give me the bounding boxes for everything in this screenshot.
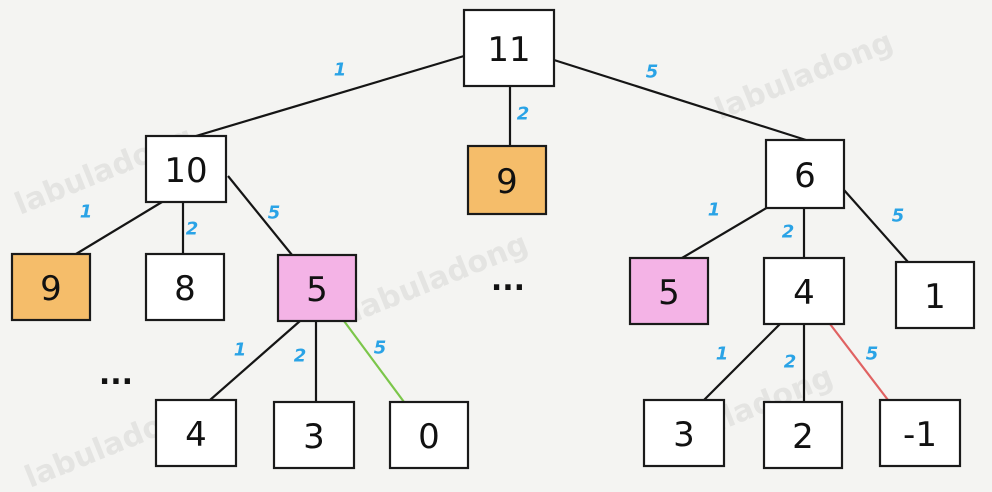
node-n-1: 1 — [894, 260, 976, 330]
node-n-8: 8 — [144, 252, 226, 322]
watermark-text: labuladong — [710, 24, 898, 127]
node-n-10: 10 — [144, 134, 228, 204]
node-box — [144, 252, 226, 322]
edge-label-n-10-to-n-9-left: 1 — [80, 202, 93, 223]
node-box — [878, 398, 962, 468]
node-value: 0 — [418, 417, 440, 457]
node-n-4-right: 4 — [762, 256, 846, 326]
node-value: 3 — [673, 415, 695, 455]
node-n-9-left: 9 — [10, 252, 92, 322]
node-box — [628, 256, 710, 326]
node-box — [762, 400, 844, 470]
edge-label-n-4-right-to-n-3-right: 1 — [716, 344, 729, 365]
node-box — [154, 398, 238, 468]
node-root: 11 — [462, 8, 556, 88]
node-box — [144, 134, 228, 204]
edge-n-10-to-n-5-left — [227, 175, 293, 256]
node-n-5-right: 5 — [628, 256, 710, 326]
node-value: -1 — [903, 415, 937, 455]
edge-label-root-to-n-10: 1 — [334, 60, 347, 81]
edge-label-n-10-to-n-5-left: 5 — [268, 203, 281, 224]
node-box — [642, 398, 726, 468]
edge-n-4-right-to-n-neg1 — [829, 323, 889, 401]
node-box — [762, 256, 846, 326]
node-box — [462, 8, 556, 88]
node-n-4-left: 4 — [154, 398, 238, 468]
node-box — [894, 260, 976, 330]
ellipsis-middle: ... — [491, 263, 525, 298]
node-box — [272, 400, 356, 470]
edge-label-n-5-left-to-n-3-left: 2 — [294, 346, 307, 367]
edge-n-6-to-n-5-right — [681, 199, 781, 259]
node-value: 11 — [487, 30, 530, 70]
node-n-0: 0 — [388, 400, 470, 470]
node-value: 9 — [40, 269, 62, 309]
edge-label-n-4-right-to-n-neg1: 5 — [866, 344, 879, 365]
node-value: 6 — [794, 156, 816, 196]
edge-label-n-6-to-n-5-right: 1 — [708, 200, 721, 221]
node-value: 10 — [164, 151, 207, 191]
node-n-3-left: 3 — [272, 400, 356, 470]
node-box — [10, 252, 92, 322]
edge-label-n-6-to-n-1: 5 — [892, 206, 905, 227]
edge-label-n-5-left-to-n-4-left: 1 — [234, 340, 247, 361]
edge-label-root-to-n-6: 5 — [646, 62, 659, 83]
edge-label-root-to-n-9-mid: 2 — [517, 104, 530, 125]
node-value: 4 — [185, 415, 207, 455]
node-n-5-left: 5 — [276, 253, 358, 323]
node-value: 5 — [306, 270, 328, 310]
node-n-9-mid: 9 — [466, 144, 548, 216]
node-value: 5 — [658, 273, 680, 313]
edge-n-5-left-to-n-0 — [343, 320, 405, 403]
edge-n-5-left-to-n-4-left — [209, 320, 301, 401]
edge-label-n-10-to-n-8: 2 — [186, 219, 199, 240]
node-value: 8 — [174, 269, 196, 309]
edge-n-6-to-n-1 — [843, 189, 909, 263]
node-n-2: 2 — [762, 400, 844, 470]
ellipsis-left: ... — [99, 357, 133, 392]
node-value: 3 — [303, 417, 325, 457]
node-n-6: 6 — [764, 138, 846, 210]
node-value: 4 — [793, 273, 815, 313]
node-n-3-right: 3 — [642, 398, 726, 468]
node-value: 9 — [496, 162, 518, 202]
edge-label-n-5-left-to-n-0: 5 — [374, 338, 387, 359]
node-value: 2 — [792, 417, 814, 457]
edge-n-4-right-to-n-3-right — [703, 323, 781, 401]
node-box — [388, 400, 470, 470]
edge-root-to-n-6 — [553, 58, 807, 142]
node-value: 1 — [924, 277, 946, 317]
node-n-neg1: -1 — [878, 398, 962, 468]
edge-n-10-to-n-9-left — [75, 201, 163, 255]
edge-label-n-4-right-to-n-2: 2 — [784, 352, 797, 373]
edge-label-n-6-to-n-4-right: 2 — [782, 222, 795, 243]
node-box — [276, 253, 358, 323]
edge-root-to-n-10 — [195, 54, 465, 138]
node-box — [466, 144, 548, 216]
node-box — [764, 138, 846, 210]
